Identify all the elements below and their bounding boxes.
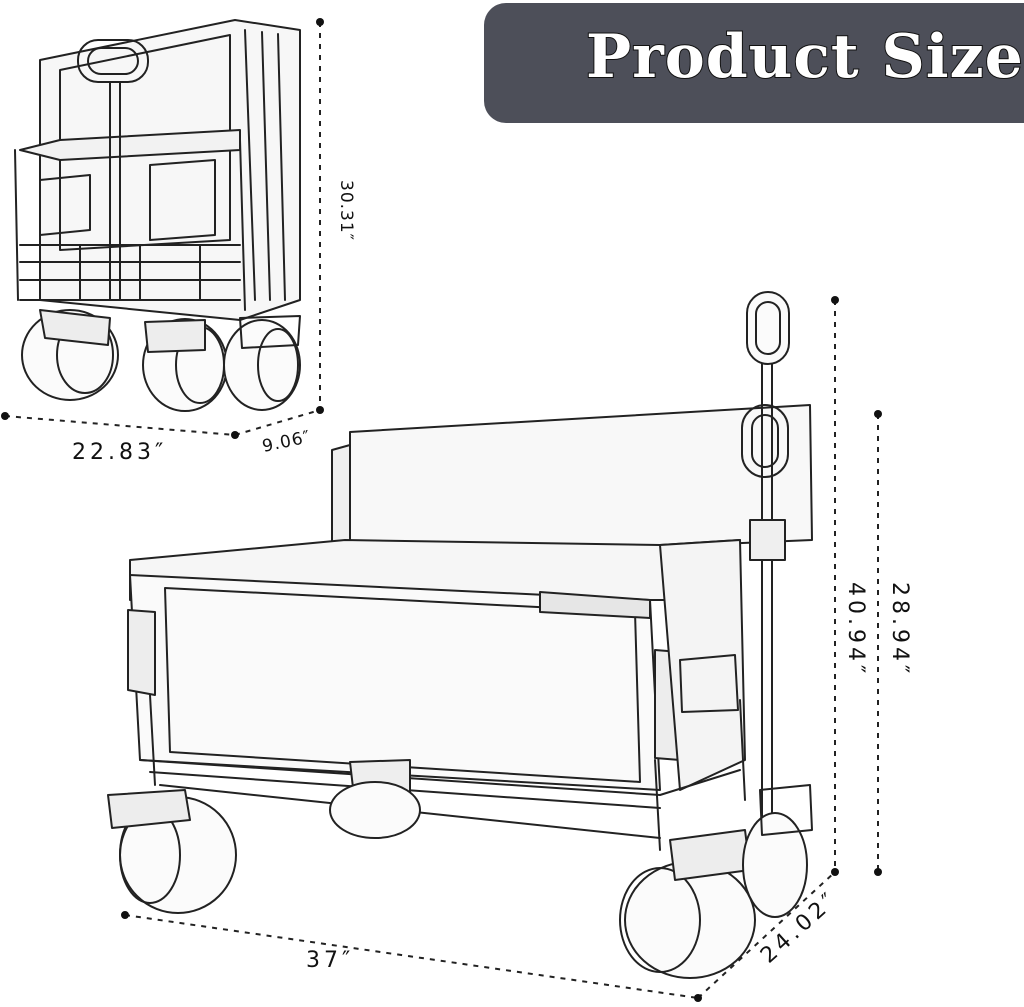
open-wagon-drawing: [107, 291, 813, 979]
folded-length-label: 22.83″: [72, 440, 168, 465]
dim-line-folded-depth: [234, 409, 321, 436]
page-title: Product Size: [585, 21, 1024, 93]
dim-line-folded-length: [4, 415, 236, 436]
dim-line-open-length: [124, 914, 699, 999]
open-length-label: 37″: [306, 948, 355, 973]
folded-height-label: 30.31″: [336, 180, 356, 242]
folded-wagon-drawing: [14, 19, 301, 412]
body-height-label: 28.94″: [887, 582, 912, 678]
dim-line-open-width: [697, 871, 836, 999]
title-banner: [484, 3, 1024, 123]
handle-height-label: 40.94″: [843, 582, 868, 678]
